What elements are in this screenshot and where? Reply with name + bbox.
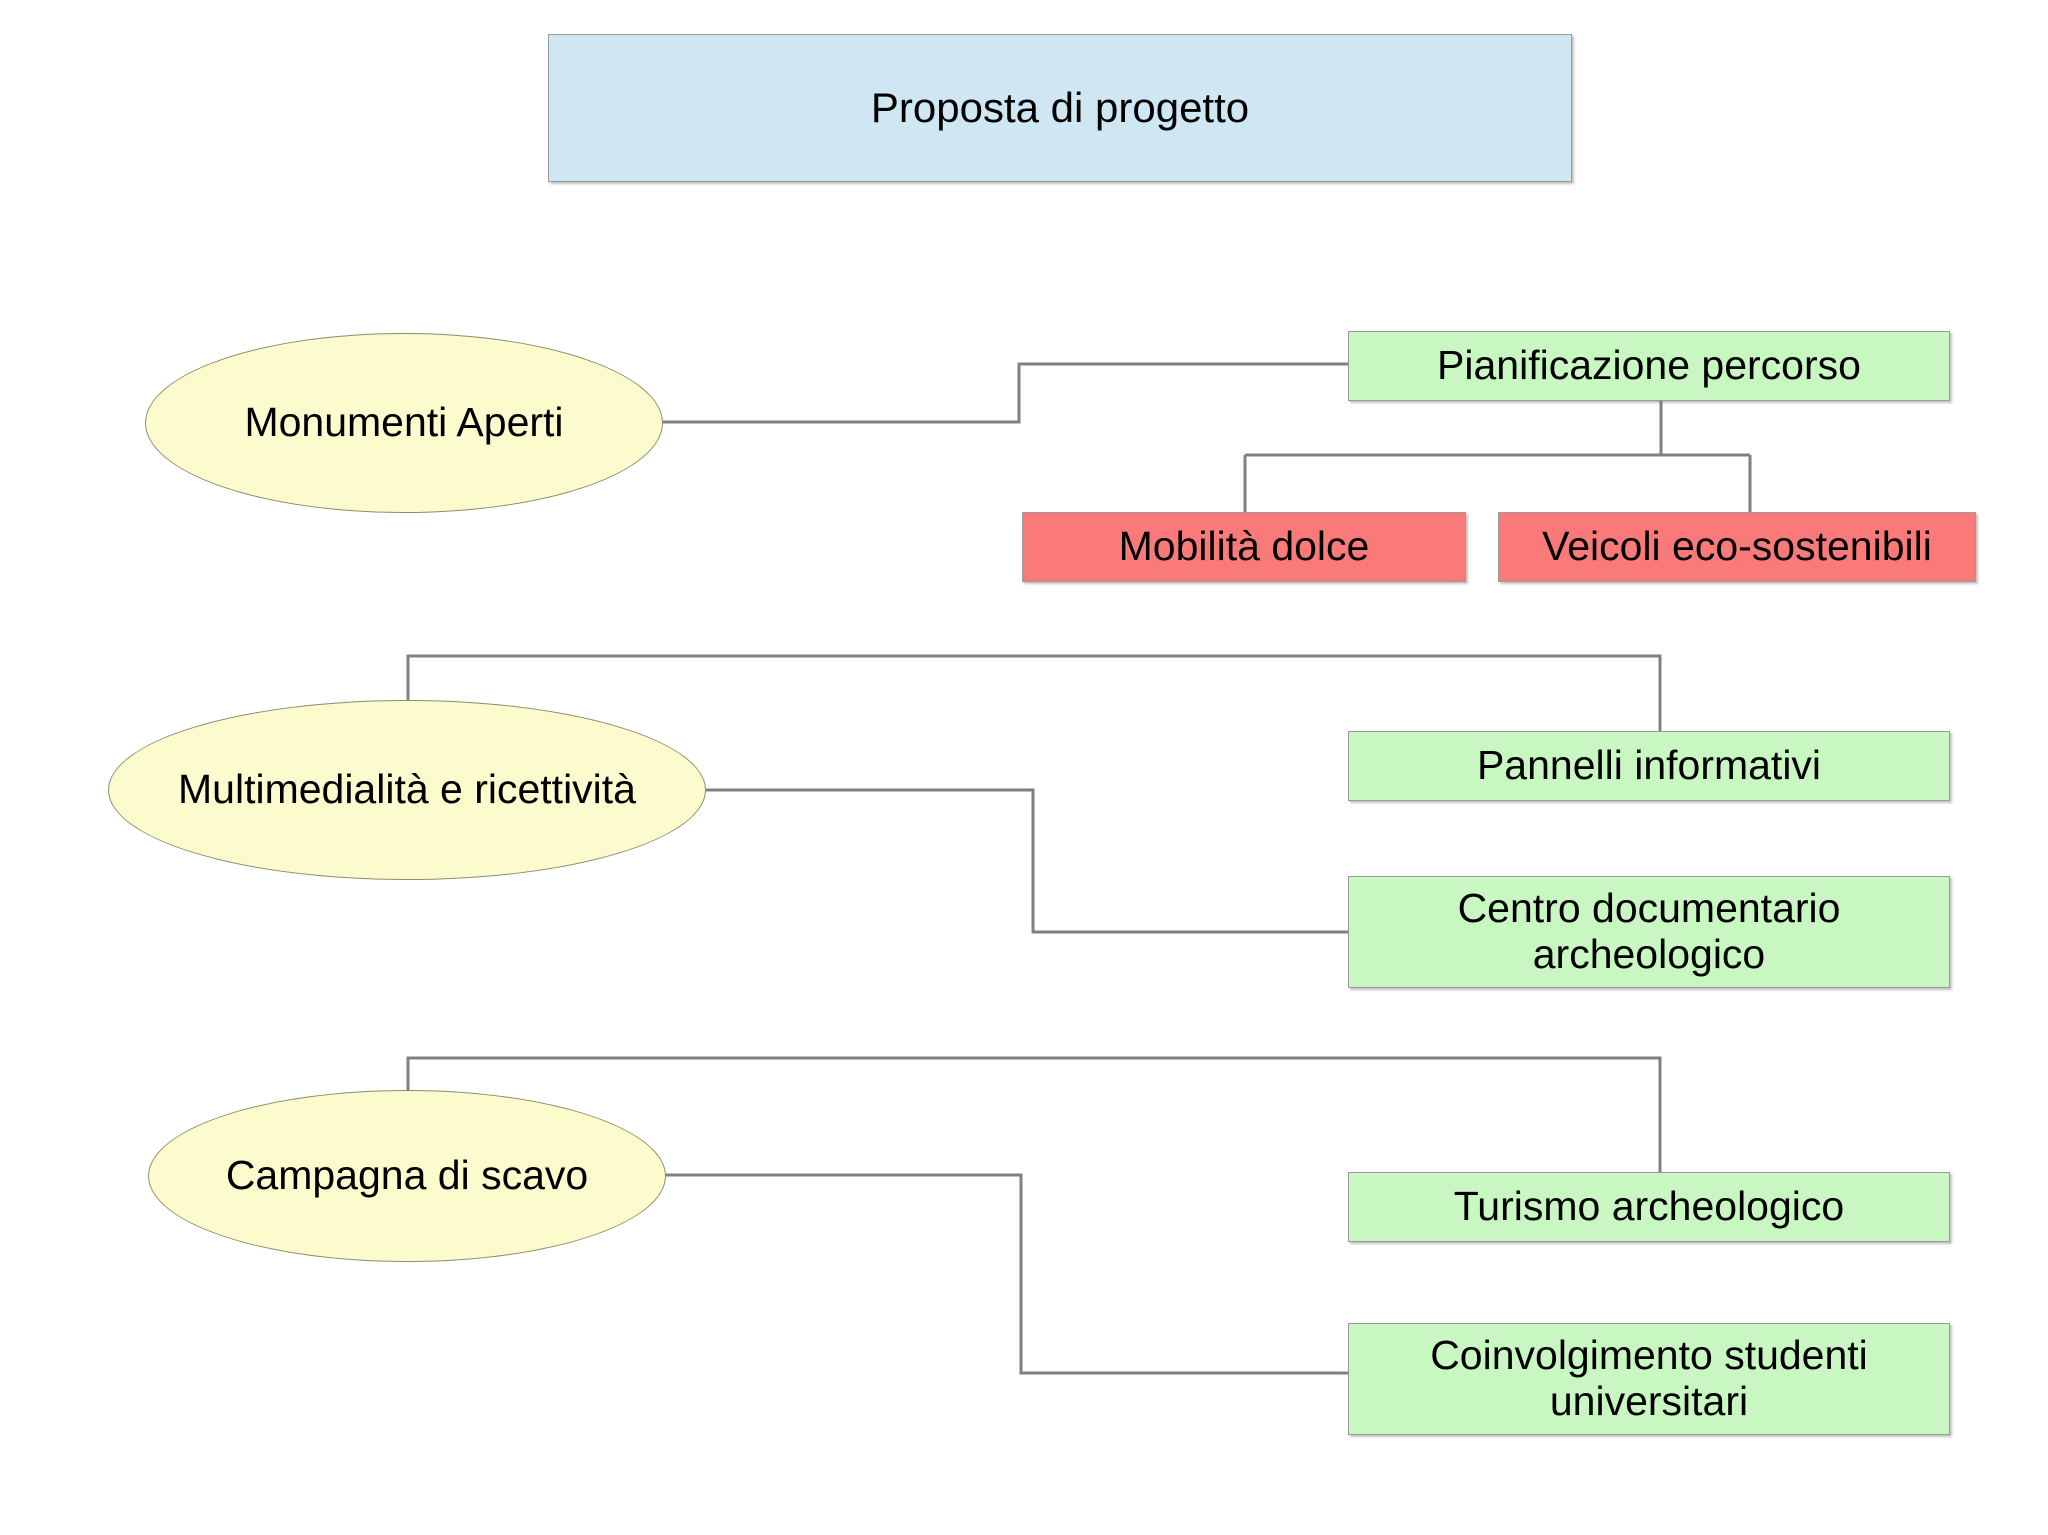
node-label: Multimedialità e ricettività: [178, 766, 636, 813]
node-pianificazione-percorso[interactable]: Pianificazione percorso: [1348, 331, 1950, 401]
node-centro-documentario-archeologico[interactable]: Centro documentario archeologico: [1348, 876, 1950, 988]
node-label: Centro documentario archeologico: [1457, 885, 1841, 977]
node-label: Coinvolgimento studenti universitari: [1430, 1332, 1868, 1424]
edge-campagna-to-coinvolgimento: [666, 1173, 1348, 1375]
node-mobilita-dolce[interactable]: Mobilità dolce: [1022, 512, 1466, 582]
node-label: Turismo archeologico: [1453, 1183, 1845, 1230]
node-label: Pannelli informativi: [1476, 742, 1822, 789]
node-label: Campagna di scavo: [225, 1152, 589, 1199]
node-multimedialita-e-ricettivita[interactable]: Multimedialità e ricettività: [108, 700, 706, 880]
node-turismo-archeologico[interactable]: Turismo archeologico: [1348, 1172, 1950, 1242]
node-proposta-di-progetto[interactable]: Proposta di progetto: [548, 34, 1572, 182]
node-label: Monumenti Aperti: [244, 399, 564, 446]
node-pannelli-informativi[interactable]: Pannelli informativi: [1348, 731, 1950, 801]
node-label: Proposta di progetto: [870, 84, 1250, 132]
edge-multimedialita-to-centro: [706, 788, 1348, 934]
node-label: Mobilità dolce: [1118, 523, 1370, 570]
node-label: Pianificazione percorso: [1437, 342, 1861, 389]
node-veicoli-eco-sostenibili[interactable]: Veicoli eco-sostenibili: [1498, 512, 1976, 582]
node-monumenti-aperti[interactable]: Monumenti Aperti: [145, 333, 663, 513]
node-campagna-di-scavo[interactable]: Campagna di scavo: [148, 1090, 666, 1262]
node-coinvolgimento-studenti-universitari[interactable]: Coinvolgimento studenti universitari: [1348, 1323, 1950, 1435]
node-label: Veicoli eco-sostenibili: [1542, 523, 1932, 570]
edge-monumenti-to-pianificazione: [662, 362, 1348, 424]
